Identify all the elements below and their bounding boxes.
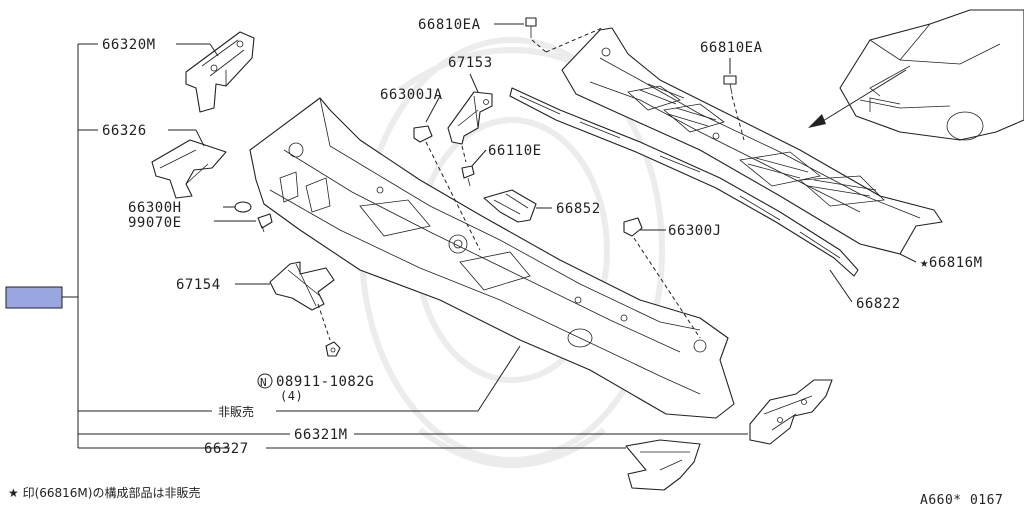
part-66321M-drawing — [749, 379, 833, 445]
part-66822-seal-drawing — [509, 87, 859, 277]
part-66110E-drawing — [461, 165, 475, 187]
part-66810EA-b-drawing — [723, 75, 737, 95]
label-66321M[interactable]: 66321M — [294, 427, 348, 443]
label-n-prefix: N — [260, 376, 267, 389]
label-66852[interactable]: 66852 — [556, 201, 601, 217]
part-66327-drawing — [625, 439, 701, 491]
label-66810EA-b[interactable]: 66810EA — [700, 40, 763, 56]
diagram-code: A660* 0167 — [920, 493, 1003, 508]
label-66822[interactable]: 66822 — [856, 296, 901, 312]
footnote: ★ 印(66816M)の構成部品は非販売 — [8, 485, 200, 500]
n-circle-icon — [257, 373, 273, 389]
vehicle-location-sketch — [839, 9, 1024, 141]
part-67154-drawing — [269, 261, 335, 311]
label-66110E[interactable]: 66110E — [488, 143, 542, 159]
label-qty-4: (4) — [280, 389, 303, 403]
arrow-icon — [808, 114, 826, 128]
label-99070E[interactable]: 99070E — [128, 215, 182, 231]
part-99070E-drawing — [257, 213, 273, 233]
part-67153-drawing — [447, 91, 493, 145]
label-66816M[interactable]: ★66816M — [920, 255, 983, 271]
part-66300J-drawing — [623, 217, 643, 237]
part-66852-drawing — [483, 189, 537, 223]
label-08911-1082G[interactable]: 08911-1082G — [276, 374, 374, 390]
label-not-sold: 非販売 — [218, 404, 254, 419]
label-66320M[interactable]: 66320M — [102, 37, 156, 53]
assembly-box[interactable] — [5, 286, 63, 309]
main-cowl-panel-drawing — [249, 97, 735, 419]
part-08911-nut-drawing — [325, 341, 341, 357]
part-66810EA-a-drawing — [525, 17, 537, 38]
label-67153[interactable]: 67153 — [448, 55, 493, 71]
label-66300J[interactable]: 66300J — [668, 223, 722, 239]
assembly-tree-lines — [62, 43, 290, 449]
part-66320M-drawing — [185, 31, 255, 113]
part-66300JA-drawing — [413, 125, 433, 143]
label-66326[interactable]: 66326 — [102, 123, 147, 139]
part-66300H-drawing — [234, 201, 252, 213]
part-66326-drawing — [151, 139, 227, 199]
part-66816M-cowl-cover-drawing — [561, 27, 943, 255]
label-66300H[interactable]: 66300H — [128, 200, 182, 216]
label-66327[interactable]: 66327 — [204, 441, 249, 457]
label-66300JA[interactable]: 66300JA — [380, 87, 443, 103]
label-67154[interactable]: 67154 — [176, 277, 221, 293]
label-66810EA-a[interactable]: 66810EA — [418, 17, 481, 33]
